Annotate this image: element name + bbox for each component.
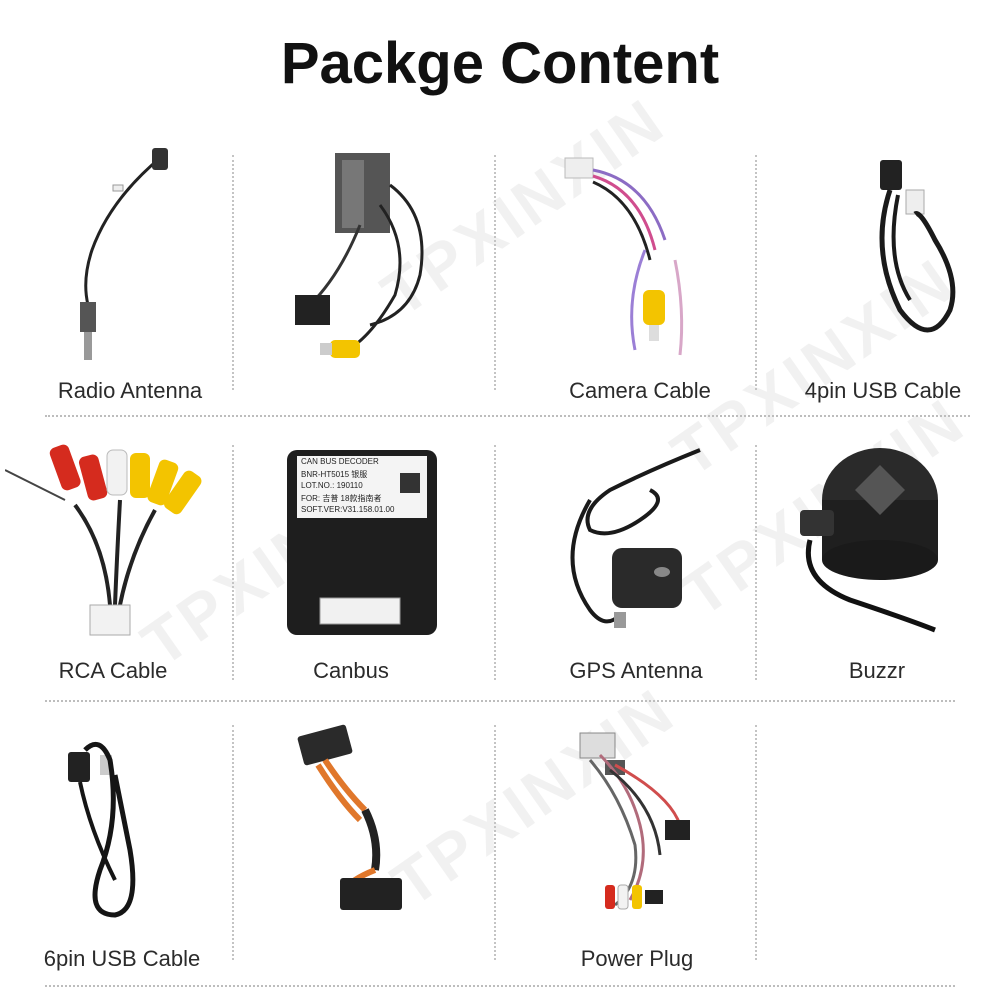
item-buzzer (790, 440, 950, 640)
item-canbus: CAN BUS DECODER BNR-HT5015 银服 LOT.NO.: 1… (285, 448, 440, 638)
row-divider (45, 700, 955, 702)
canbus-label-line4: FOR: 吉普 18款指南者 (301, 494, 382, 503)
item-power-plug (560, 725, 710, 925)
column-divider (232, 445, 234, 680)
camera-cable-icon (564, 157, 684, 356)
item-label: Canbus (313, 658, 389, 683)
column-divider (494, 725, 496, 960)
column-divider (232, 155, 234, 390)
page-title: Packge Content (280, 31, 720, 96)
radio-antenna-icon (80, 148, 168, 360)
usb-4pin-cable-icon (879, 160, 956, 333)
item-main-harness (290, 720, 420, 920)
canbus-label-line3: LOT.NO.: 190110 (301, 481, 363, 490)
rca-cable-icon (5, 444, 202, 636)
item-rca-cable (5, 435, 225, 645)
column-divider (494, 445, 496, 680)
item-label: 4pin USB Cable (804, 378, 962, 403)
item-label: Camera Cable (569, 378, 711, 403)
canbus-decoder-icon (287, 450, 437, 635)
item-label: Power Plug (580, 946, 694, 971)
canbus-label-line5: SOFT.VER:V31.158.01.00 (301, 505, 395, 514)
column-divider (755, 155, 757, 390)
item-harness-adapter (280, 145, 450, 370)
item-camera-cable (555, 150, 715, 365)
buzzer-icon (800, 448, 938, 633)
item-4pin-usb-cable (850, 150, 970, 355)
row-divider (45, 985, 955, 987)
item-label: GPS Antenna (569, 658, 703, 683)
item-label: RCA Cable (58, 658, 168, 683)
item-6pin-usb-cable (60, 730, 170, 925)
usb-6pin-cable-icon (68, 741, 136, 918)
item-label: Radio Antenna (57, 378, 203, 403)
column-divider (755, 725, 757, 960)
column-divider (755, 445, 757, 680)
canbus-label-line1: CAN BUS DECODER (301, 457, 379, 466)
item-label: 6pin USB Cable (43, 946, 201, 971)
harness-adapter-icon (295, 153, 424, 358)
canbus-label-line2: BNR-HT5015 银服 (301, 470, 368, 479)
row-divider (45, 415, 970, 417)
item-radio-antenna (40, 140, 230, 370)
item-gps-antenna (550, 440, 710, 635)
column-divider (232, 725, 234, 960)
item-label: Buzzr (848, 658, 906, 683)
gps-antenna-icon (570, 448, 701, 628)
column-divider (494, 155, 496, 390)
main-harness-icon (297, 724, 402, 910)
power-plug-icon (579, 732, 690, 910)
